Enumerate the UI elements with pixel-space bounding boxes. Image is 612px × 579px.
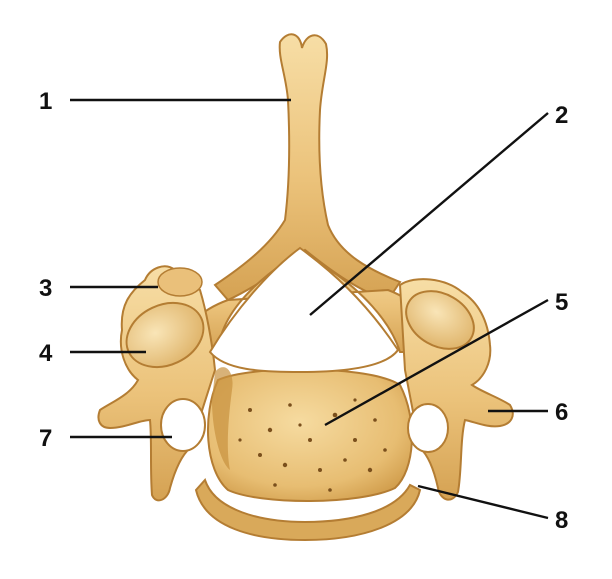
body-texture xyxy=(238,398,387,492)
labels: 1 2 3 4 5 6 7 8 xyxy=(39,88,568,534)
label-3: 3 xyxy=(39,275,52,302)
left-superior-tubercle xyxy=(157,267,203,297)
right-articular-facet xyxy=(405,290,475,350)
vertebral-foramen xyxy=(208,246,400,374)
label-6: 6 xyxy=(555,399,568,426)
leader-line-2 xyxy=(309,112,549,316)
right-transverse-foramen xyxy=(407,403,449,453)
label-5: 5 xyxy=(555,289,568,316)
leader-lines xyxy=(70,98,549,520)
leader-line-8 xyxy=(417,484,549,520)
left-transverse-foramen xyxy=(160,398,206,452)
label-2: 2 xyxy=(555,102,568,129)
label-8: 8 xyxy=(555,507,568,534)
leader-line-5 xyxy=(324,298,549,427)
label-7: 7 xyxy=(39,425,52,452)
left-pedicle xyxy=(212,367,233,470)
label-1: 1 xyxy=(39,88,52,115)
label-4: 4 xyxy=(39,340,53,367)
vertebral-body xyxy=(206,368,413,502)
left-lateral-mass xyxy=(97,265,217,502)
body-anterior-rim xyxy=(194,478,422,542)
